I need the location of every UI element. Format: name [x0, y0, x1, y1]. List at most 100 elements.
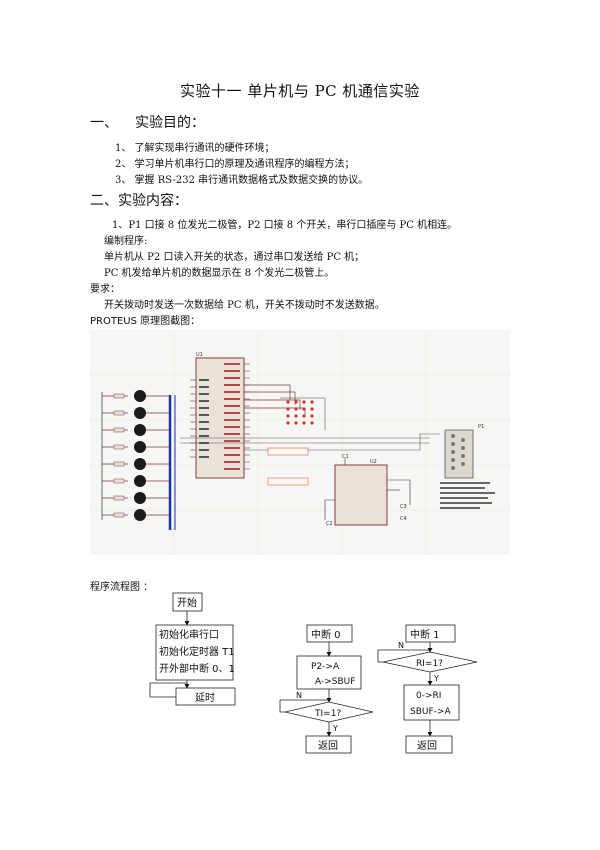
objective-1: 1、 了解实现串行通讯的硬件环境； — [115, 143, 275, 154]
int0-text: 中断 0 — [311, 628, 341, 641]
led — [134, 475, 146, 487]
p1-connector — [444, 429, 474, 479]
schematic-grid — [90, 330, 510, 555]
switch-contact — [302, 400, 306, 404]
resistor — [113, 410, 125, 416]
u1-pin-label — [199, 393, 209, 395]
u1-pin-label — [224, 419, 240, 421]
ret1-text: 返回 — [417, 740, 437, 752]
db9-pin — [461, 454, 465, 458]
u2-chip — [334, 464, 388, 526]
section-2-heading: 二、实验内容： — [90, 193, 188, 209]
int0-box — [306, 624, 353, 643]
db9-pin — [461, 438, 465, 442]
ret0-box — [305, 735, 352, 754]
led — [134, 407, 146, 419]
init-text-3: 开外部中断 0、1 — [159, 662, 235, 675]
db9-pin — [451, 434, 455, 438]
u1-pin-label — [224, 398, 240, 400]
objective-2: 2、 学习单片机串行口的原理及通讯程序的编程方法； — [115, 159, 355, 170]
page-title: 实验十一 单片机与 PC 机通信实验 — [180, 82, 420, 100]
db9-pin — [461, 462, 465, 466]
flowchart-label: 程序流程图 ： — [90, 582, 154, 593]
u1-pin-label — [199, 386, 209, 388]
led — [134, 424, 146, 436]
switch-contact — [294, 400, 298, 404]
c3-label: C3 — [400, 504, 407, 510]
schematic-background — [90, 330, 510, 555]
u1-pin-label — [224, 447, 240, 449]
ti-diamond — [284, 701, 374, 723]
switch-contact — [286, 414, 290, 418]
u1-pin-label — [224, 433, 240, 435]
u1-pin-label — [224, 391, 240, 393]
ret1-box — [405, 735, 453, 754]
zero-ri-box — [403, 684, 460, 721]
u1-pin-label — [224, 384, 240, 386]
switch-contact — [310, 400, 314, 404]
requirement-label: 要求： — [90, 284, 120, 295]
content-line-2: 编制程序: — [104, 236, 148, 247]
db9-pin — [461, 446, 465, 450]
p1-label: P1 — [478, 424, 484, 430]
switch-contact — [286, 400, 290, 404]
sbufa-text: SBUF->A — [410, 707, 451, 717]
start-box — [172, 592, 203, 612]
db9-pin — [451, 450, 455, 454]
u1-pin-label — [224, 363, 240, 365]
switch-contact — [286, 421, 290, 425]
u1-pin-label — [199, 428, 209, 430]
content-line-1: 1、P1 口接 8 位发光二极管，P2 口接 8 个开关，串行口插座与 PC 机… — [112, 220, 458, 231]
delay-box — [175, 687, 236, 706]
ti-text: TI=1? — [314, 709, 341, 719]
led — [134, 458, 146, 470]
ret0-text: 返回 — [318, 740, 338, 752]
u1-pin-label — [199, 449, 209, 451]
init-box — [155, 624, 234, 681]
red-label-2 — [267, 477, 309, 486]
init-text-1: 初始化串行口 — [159, 628, 219, 641]
asbuf-text: A->SBUF — [315, 677, 355, 687]
u1-pins — [190, 363, 250, 470]
u1-pin-label — [199, 414, 209, 416]
init-text-2: 初始化定时器 T1 — [159, 645, 235, 658]
db9-pin — [451, 458, 455, 462]
section-1-heading: 实验目的： — [135, 115, 205, 131]
u2-label: U2 — [370, 459, 377, 465]
u1-pin-label — [224, 440, 240, 442]
switch-array — [280, 397, 326, 430]
u1-pin-label — [224, 461, 240, 463]
switch-contact — [310, 414, 314, 418]
ri-diamond — [382, 651, 478, 673]
led — [134, 509, 146, 521]
resistor — [113, 444, 125, 450]
p1-info — [440, 482, 495, 509]
content-line-3: 单片机从 P2 口读入开关的状态，通过串口发送给 PC 机； — [104, 252, 365, 263]
int1-text: 中断 1 — [410, 628, 440, 641]
c4-label: C4 — [400, 516, 407, 522]
u1-pin-label — [199, 456, 209, 458]
u1-pin-label — [199, 435, 209, 437]
red-label-1 — [267, 447, 309, 456]
led — [134, 390, 146, 402]
switch-contact — [302, 407, 306, 411]
switch-contact — [294, 407, 298, 411]
u1-pin-label — [199, 421, 209, 423]
delay-loop — [149, 682, 187, 698]
db9-pin — [451, 442, 455, 446]
resistor — [113, 495, 125, 501]
switch-contact — [302, 421, 306, 425]
start-text: 开始 — [177, 596, 197, 609]
led — [134, 441, 146, 453]
led — [134, 492, 146, 504]
proteus-label: PROTEUS 原理图截图： — [90, 316, 201, 327]
c1-label: C1 — [342, 454, 349, 460]
delay-text: 延时 — [195, 692, 215, 704]
u1-pin-label — [224, 405, 240, 407]
ri-text: RI=1? — [416, 659, 443, 669]
switch-contact — [286, 407, 290, 411]
resistor — [113, 461, 125, 467]
u1-pin-label — [224, 426, 240, 428]
switch-contact — [302, 414, 306, 418]
ri-yes-label: Y — [433, 674, 439, 683]
